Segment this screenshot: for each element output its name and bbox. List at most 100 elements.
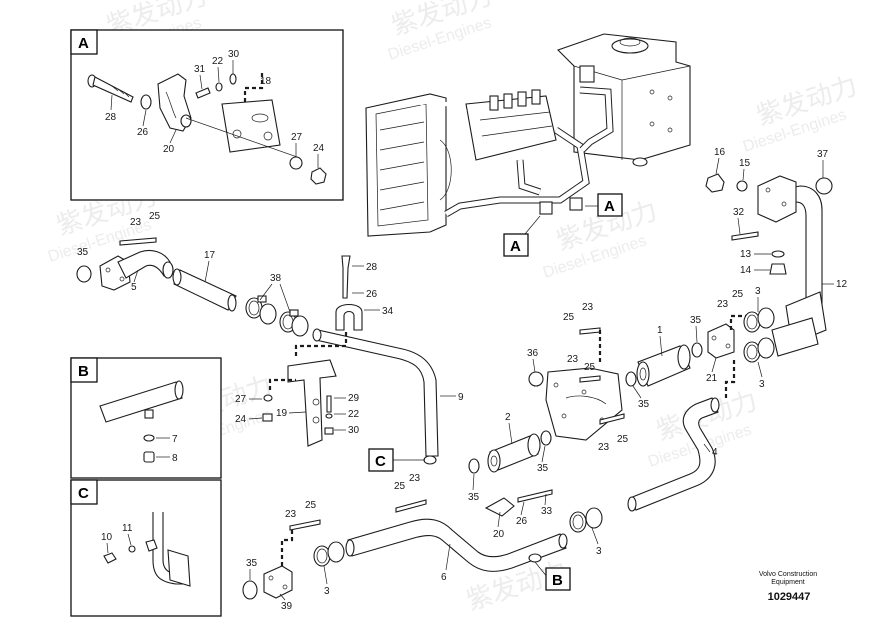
part-label: 23 bbox=[130, 217, 142, 228]
fitting-part bbox=[145, 539, 158, 552]
part-label: 5 bbox=[131, 282, 137, 293]
part-label: 13 bbox=[740, 249, 752, 260]
fitting-part bbox=[528, 553, 542, 563]
o-ring-part bbox=[528, 371, 544, 387]
part-label: 25 bbox=[732, 289, 744, 300]
plug-part bbox=[769, 263, 787, 275]
part-label: 36 bbox=[527, 348, 539, 359]
part-label: 22 bbox=[348, 409, 360, 420]
bolt-part bbox=[731, 231, 759, 241]
bolt-part bbox=[579, 327, 601, 335]
callout-a: A A bbox=[503, 193, 623, 257]
bolt-part bbox=[87, 74, 134, 103]
part-label: 23 bbox=[409, 473, 421, 484]
washer-part bbox=[289, 156, 303, 170]
screw-part bbox=[195, 87, 211, 99]
part-label: 3 bbox=[759, 379, 765, 390]
part-label: 9 bbox=[458, 392, 464, 403]
part-label: 31 bbox=[194, 64, 206, 75]
part-label: 22 bbox=[212, 56, 224, 67]
detail-box-a: A 28 26 20 31 bbox=[70, 29, 344, 201]
part-label: 7 bbox=[172, 434, 178, 445]
part-label: 37 bbox=[817, 149, 829, 160]
pipe-9-assembly: 28 26 34 9 27 24 19 29 22 30 bbox=[235, 255, 464, 465]
part-label: 25 bbox=[563, 312, 575, 323]
nut-part bbox=[262, 413, 273, 422]
clamp-part bbox=[743, 337, 775, 363]
pipe-4-assembly: 4 3 bbox=[569, 397, 720, 557]
o-ring-part bbox=[76, 265, 92, 283]
part-label: 16 bbox=[714, 147, 726, 158]
bracket-plate-part bbox=[221, 99, 281, 153]
part-label: 26 bbox=[366, 289, 378, 300]
part-label: 35 bbox=[246, 558, 258, 569]
callout-a-label: A bbox=[604, 198, 615, 215]
detail-box-b-label: B bbox=[78, 363, 89, 380]
part-label: 19 bbox=[276, 408, 288, 419]
detail-box-a-label: A bbox=[78, 35, 89, 52]
part-label: 3 bbox=[596, 546, 602, 557]
part-label: 28 bbox=[105, 112, 117, 123]
outlet-pipe-assembly: 16 15 37 32 13 14 12 23 25 3 21 3 bbox=[705, 147, 848, 400]
o-ring-part bbox=[625, 371, 637, 387]
part-label: 23 bbox=[285, 509, 297, 520]
part-label: 27 bbox=[235, 394, 247, 405]
part-label: 26 bbox=[516, 516, 528, 527]
callout-a-label: A bbox=[510, 238, 521, 255]
part-label: 21 bbox=[706, 373, 718, 384]
washer-part bbox=[128, 545, 136, 553]
bolt-part bbox=[119, 237, 157, 246]
nut-part bbox=[310, 167, 327, 185]
part-label: 6 bbox=[441, 572, 447, 583]
part-label: 12 bbox=[836, 279, 848, 290]
part-label: 20 bbox=[493, 529, 505, 540]
callout-c-label: C bbox=[375, 453, 386, 470]
part-label: 25 bbox=[394, 481, 406, 492]
part-label: 8 bbox=[172, 453, 178, 464]
part-label: 4 bbox=[712, 447, 718, 458]
part-label: 23 bbox=[567, 354, 579, 365]
part-label: 10 bbox=[101, 532, 113, 543]
part-label: 28 bbox=[366, 262, 378, 273]
part-label: 35 bbox=[468, 492, 480, 503]
inlet-elbow-assembly: 35 5 23 25 17 38 bbox=[76, 211, 309, 337]
part-label: 35 bbox=[77, 247, 89, 258]
part-label: 24 bbox=[235, 414, 247, 425]
part-label: 35 bbox=[638, 399, 650, 410]
detail-box-c: C 10 11 13 bbox=[70, 479, 222, 617]
manifold-assembly: 36 25 23 23 25 1 35 35 2 35 35 23 25 bbox=[468, 302, 703, 503]
pipe-part bbox=[629, 397, 719, 511]
part-label: 27 bbox=[291, 132, 303, 143]
part-label: 39 bbox=[281, 601, 293, 612]
plug-part bbox=[143, 451, 155, 463]
bolt-part bbox=[599, 413, 625, 425]
part-label: 18 bbox=[260, 76, 272, 87]
part-label: 11 bbox=[122, 523, 133, 534]
part-label: 26 bbox=[137, 127, 149, 138]
bolt-part bbox=[395, 499, 427, 513]
pipe-part bbox=[315, 329, 439, 457]
clamp-part bbox=[279, 309, 309, 337]
part-label: 34 bbox=[382, 306, 394, 317]
company-name-line2: Equipment bbox=[771, 579, 805, 586]
plug-part bbox=[705, 173, 725, 193]
pipe-part bbox=[347, 518, 567, 572]
clamp-part bbox=[569, 507, 603, 533]
washer-part bbox=[143, 434, 155, 442]
part-label: 15 bbox=[739, 158, 751, 169]
pipe-6-assembly: 6 3 39 35 23 25 25 23 20 26 33 bbox=[242, 473, 568, 612]
washer-part bbox=[140, 94, 152, 110]
o-ring-part bbox=[468, 458, 480, 474]
callout-c: C bbox=[368, 448, 425, 472]
part-label: 23 bbox=[582, 302, 594, 313]
bolt-part bbox=[517, 489, 553, 503]
part-label: 23 bbox=[717, 299, 729, 310]
part-label: 23 bbox=[598, 442, 610, 453]
part-label: 25 bbox=[149, 211, 161, 222]
pipe-part bbox=[99, 381, 183, 423]
clamp-part bbox=[484, 497, 515, 517]
part-label: 29 bbox=[348, 393, 360, 404]
o-ring-part bbox=[815, 177, 833, 195]
detail-box-c-label: C bbox=[78, 485, 89, 502]
part-label: 3 bbox=[324, 586, 330, 597]
